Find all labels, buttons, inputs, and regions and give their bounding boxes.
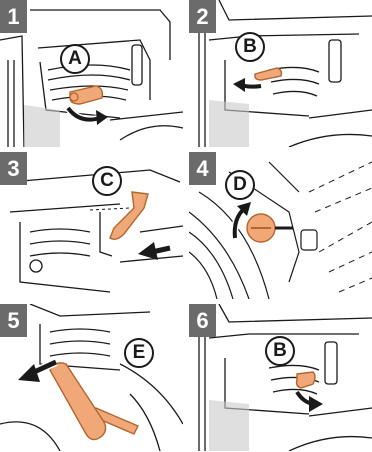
step-number: 3	[0, 152, 27, 185]
callout-label: B	[235, 32, 265, 62]
step-panel-1: 1 A	[0, 0, 183, 147]
step-number: 1	[0, 0, 27, 33]
step-number: 4	[189, 152, 216, 185]
turn-arrow	[189, 304, 372, 451]
callout-label: B	[265, 336, 295, 366]
callout-label: E	[124, 338, 154, 368]
step-panel-2: 2 B	[189, 0, 372, 147]
callout-label: C	[92, 166, 122, 196]
push-arrow	[0, 152, 183, 299]
turn-arrow	[0, 0, 183, 147]
callout-label: D	[225, 170, 255, 200]
step-panel-5: 5 E	[0, 304, 183, 451]
callout-label: A	[60, 44, 90, 74]
step-panel-4: 4 D	[189, 152, 372, 299]
turn-arrow	[189, 0, 372, 147]
pull-arrow	[0, 304, 183, 451]
rotate-arrow	[189, 152, 372, 299]
step-panel-3: 3 C	[0, 152, 183, 299]
step-number: 2	[189, 0, 216, 33]
step-panel-6: 6 B	[189, 304, 372, 451]
step-number: 5	[0, 304, 27, 337]
step-number: 6	[189, 304, 216, 337]
